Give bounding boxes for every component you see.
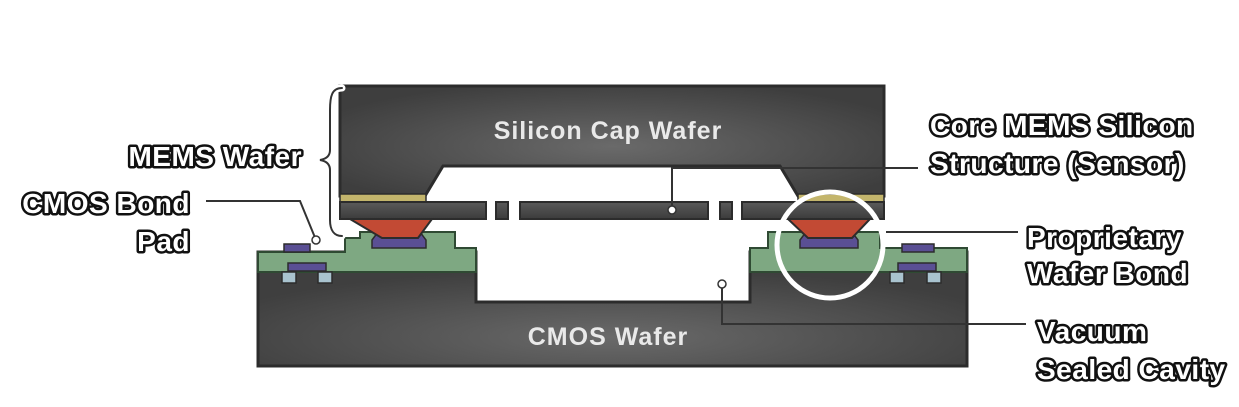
via-left-2 — [317, 271, 333, 284]
mems-spring-right — [719, 201, 733, 220]
cmos-bond-pad-label-line2: Pad — [137, 226, 190, 257]
proprietary-bond-label-line1: Proprietary — [1027, 222, 1182, 253]
leader-vacuum-cavity — [721, 284, 1026, 325]
via-right-2 — [926, 271, 942, 284]
cmos-bond-pad-label-line1: CMOS Bond — [22, 188, 190, 219]
via-right-1 — [889, 271, 905, 284]
metal-pad-right — [901, 243, 935, 253]
via-left-1 — [281, 271, 297, 284]
proprietary-bond-label-line2: Wafer Bond — [1027, 258, 1188, 289]
vacuum-cavity-label-line2: Sealed Cavity — [1037, 354, 1226, 385]
metal-trace-left-low — [287, 262, 327, 272]
leader-dot-core-mems — [667, 205, 677, 215]
leader-dot-cmos-bond-pad — [311, 235, 321, 245]
metal-trace-right-low — [897, 262, 937, 272]
mems-wafer-left-segment — [339, 201, 487, 220]
leader-cmos-bond-pad — [206, 200, 317, 241]
mems-spring-left — [495, 201, 509, 220]
cmos-bond-pad — [283, 243, 311, 253]
core-mems-structure — [519, 201, 709, 220]
mems-wafer-brace-outline — [319, 87, 343, 237]
mems-wafer-label: MEMS Wafer — [128, 141, 302, 172]
proprietary-wafer-bond — [785, 218, 873, 239]
cap-bond-layer-left — [339, 193, 427, 203]
vacuum-cavity-label-line1: Vacuum — [1037, 316, 1147, 347]
core-mems-label-line2: Structure (Sensor) — [930, 148, 1185, 179]
silicon-cap-wafer-label: Silicon Cap Wafer — [494, 117, 723, 145]
bond-highlight-circle — [774, 189, 886, 301]
core-mems-label-line1: Core MEMS Silicon — [930, 110, 1194, 141]
leader-core-mems — [671, 167, 918, 210]
leader-dot-vacuum-cavity — [717, 279, 727, 289]
bond-bump-left — [346, 218, 434, 239]
cmos-wafer-label: CMOS Wafer — [528, 323, 688, 351]
